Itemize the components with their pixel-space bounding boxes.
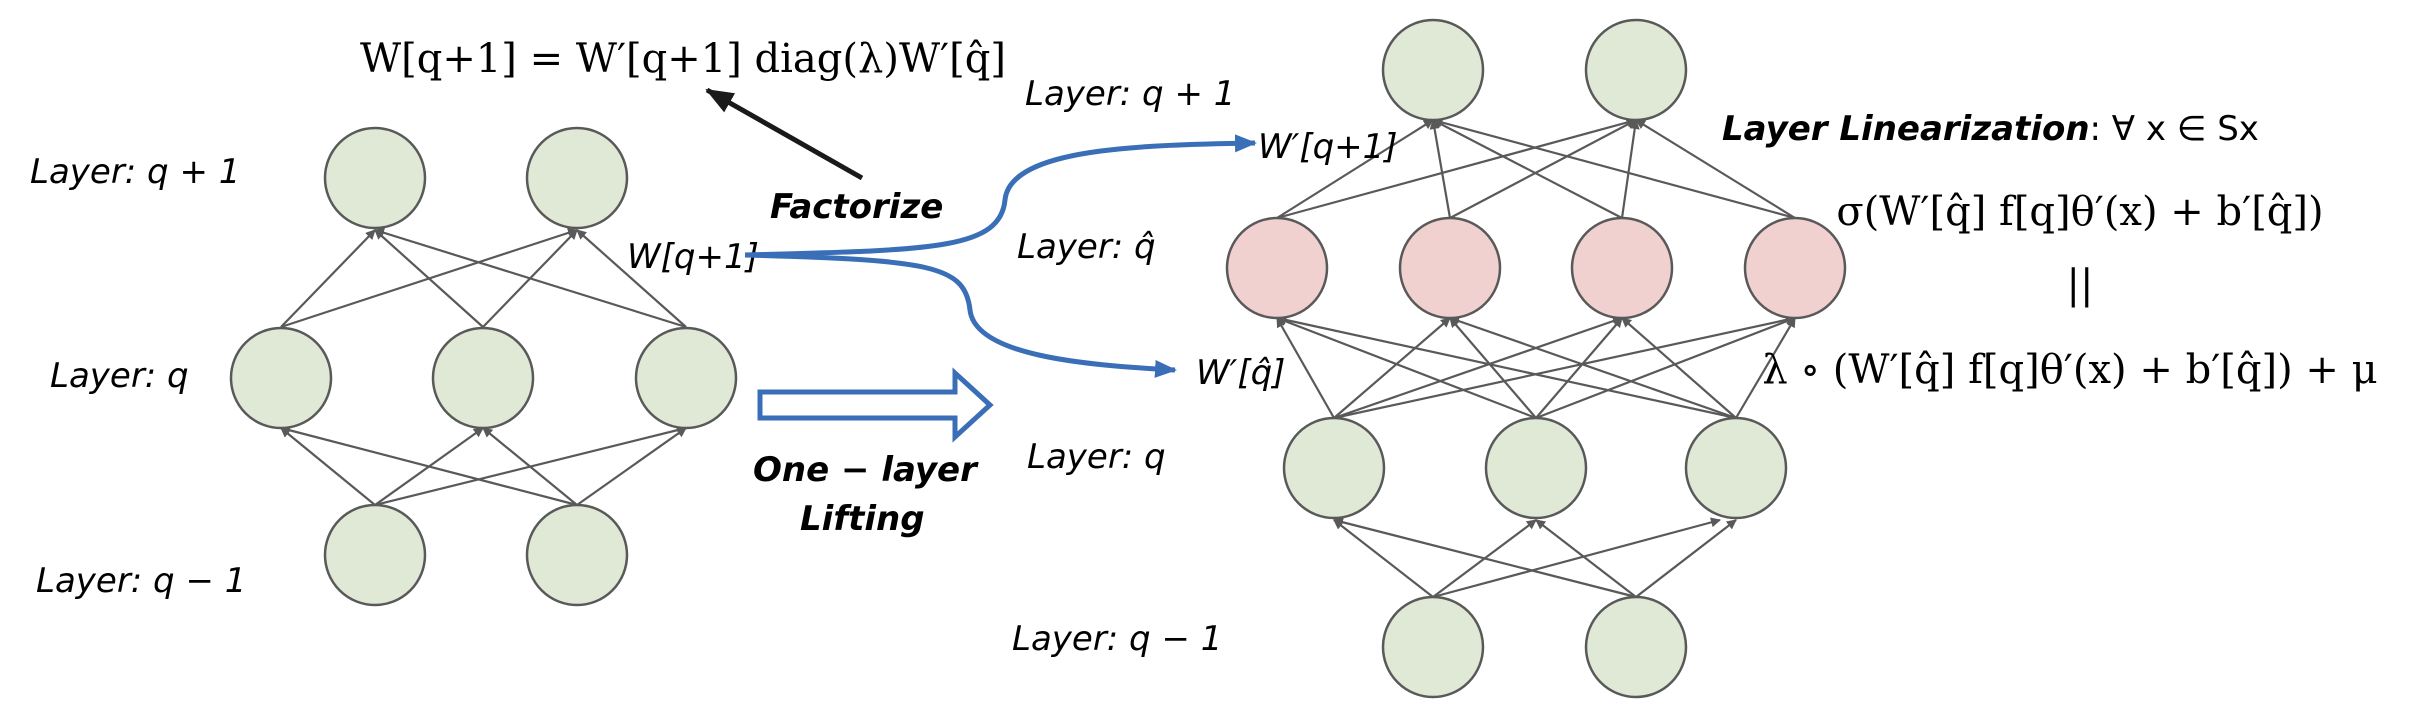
edge xyxy=(1535,519,1637,598)
edge xyxy=(1429,119,1452,219)
right-network: Layer: q + 1 Layer: q̂ Layer: q Layer: q… xyxy=(1012,18,1847,699)
edge xyxy=(1333,316,1623,420)
edge xyxy=(1449,316,1737,420)
right-weight-top: W′[q+1] xyxy=(1258,127,1398,167)
edge xyxy=(1276,316,1537,420)
left-network: Layer: q + 1 Layer: q Layer: q − 1 W[q+1… xyxy=(30,126,759,607)
left-weight-label: W[q+1] xyxy=(627,237,759,277)
edge xyxy=(280,427,376,506)
neuron-q-plus-1 xyxy=(1381,18,1485,122)
edge xyxy=(1276,317,1335,419)
left-label-top: Layer: q + 1 xyxy=(30,152,240,192)
neuron-q-plus-1 xyxy=(323,126,427,230)
right-label-hidden: Layer: q̂ xyxy=(1017,227,1156,267)
left-edges-top xyxy=(280,227,687,329)
neuron-q-minus-1 xyxy=(1584,595,1688,699)
neuron-q xyxy=(1484,416,1588,520)
lifting-group: One − layer Lifting xyxy=(753,367,994,539)
edge xyxy=(1449,317,1537,419)
right-edges-bottom xyxy=(1333,517,1737,599)
lifting-label-line1: One − layer xyxy=(753,450,979,490)
edge xyxy=(1333,519,1434,598)
neuron-q-plus-1 xyxy=(525,126,629,230)
edge xyxy=(1621,317,1737,419)
blue-arrow-to-hidden-weight xyxy=(744,252,1177,378)
edge xyxy=(1333,315,1796,420)
edge xyxy=(1333,317,1451,419)
mapping-arrows xyxy=(744,134,1257,378)
lifting-label-line2: Lifting xyxy=(800,499,925,539)
neuron-q xyxy=(1282,416,1386,520)
neuron-q-minus-1 xyxy=(525,503,629,607)
right-weight-hidden: W′[q̂] xyxy=(1196,353,1285,393)
edge xyxy=(374,229,484,328)
neuron-q-plus-1 xyxy=(1584,18,1688,122)
factorize-label: Factorize xyxy=(770,187,943,227)
left-edges-bottom xyxy=(280,425,687,507)
edge xyxy=(576,229,687,328)
neuron-q xyxy=(634,326,738,430)
edge xyxy=(1276,117,1637,220)
edge xyxy=(1735,317,1796,419)
edge xyxy=(1449,119,1637,219)
neuron-q xyxy=(1684,416,1788,520)
linearization-heading: Layer Linearization: ∀ x ∈ Sx xyxy=(1722,109,2259,149)
edge xyxy=(1535,316,1796,420)
edge xyxy=(1535,317,1623,419)
factorize-group: W[q+1] = W′[q+1] diag(λ)W′[q̂] Factorize xyxy=(360,36,1006,227)
edge xyxy=(374,425,687,507)
neuron-q-hat xyxy=(1398,216,1502,320)
linearization-line1: σ(W′[q̂] f[q]θ′(x) + b′[q̂]) xyxy=(1836,189,2323,235)
linearization-condition: : ∀ x ∈ Sx xyxy=(2090,109,2259,149)
linearization-title: Layer Linearization xyxy=(1722,109,2090,149)
factorize-equation: W[q+1] = W′[q+1] diag(λ)W′[q̂] xyxy=(360,36,1006,82)
blue-arrow-to-top-weight xyxy=(744,134,1257,258)
neuron-q xyxy=(431,326,535,430)
linearization-equals: || xyxy=(2067,262,2094,308)
edge xyxy=(1635,519,1737,598)
neuron-q-minus-1 xyxy=(1381,595,1485,699)
edge xyxy=(280,425,578,507)
edge xyxy=(1432,117,1796,220)
right-edges-middle xyxy=(1276,315,1796,420)
right-edges-top xyxy=(1276,117,1796,220)
edge xyxy=(1635,119,1796,219)
edge xyxy=(280,229,376,328)
left-label-bottom: Layer: q − 1 xyxy=(36,561,246,601)
neuron-q-hat xyxy=(1570,216,1674,320)
left-label-middle: Layer: q xyxy=(50,356,189,396)
edge xyxy=(374,227,687,329)
edge xyxy=(1333,517,1637,599)
edge xyxy=(1620,119,1640,219)
edge xyxy=(1432,119,1623,219)
edge xyxy=(1432,517,1721,599)
neuron-q-hat xyxy=(1225,216,1329,320)
linearization-line2: λ ∘ (W′[q̂] f[q]θ′(x) + b′[q̂]) + μ xyxy=(1762,347,2377,393)
edge xyxy=(576,427,687,506)
linearization-block: Layer Linearization: ∀ x ∈ Sx σ(W′[q̂] f… xyxy=(1722,109,2378,393)
right-label-bottom: Layer: q − 1 xyxy=(1012,619,1222,659)
edge xyxy=(1276,119,1434,219)
neuron-q-minus-1 xyxy=(323,503,427,607)
neuron-q xyxy=(229,326,333,430)
edge xyxy=(1276,315,1737,420)
neuron-q-hat xyxy=(1743,216,1847,320)
right-label-middle: Layer: q xyxy=(1027,437,1166,477)
factorize-arrow xyxy=(705,87,864,181)
right-label-top: Layer: q + 1 xyxy=(1025,74,1235,114)
lifting-block-arrow xyxy=(757,367,994,443)
